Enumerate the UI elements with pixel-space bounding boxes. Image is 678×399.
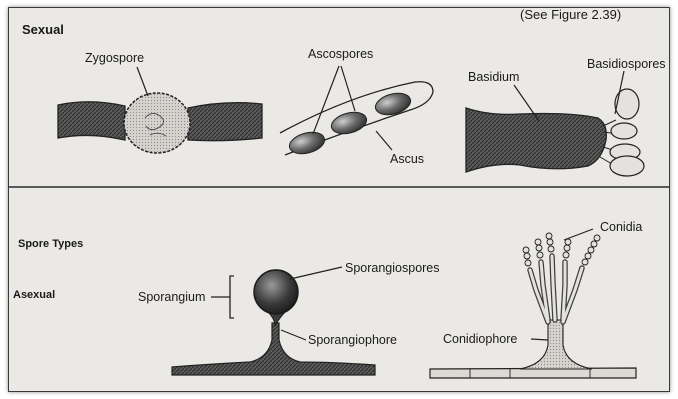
section-title-sexual: Sexual bbox=[22, 22, 64, 37]
section-title-asexual: Asexual bbox=[13, 289, 55, 301]
label-basidiospores: Basidiospores bbox=[587, 57, 666, 71]
label-sporangiospores: Sporangiospores bbox=[345, 261, 440, 275]
label-zygospore: Zygospore bbox=[85, 51, 144, 65]
label-ascospores: Ascospores bbox=[308, 47, 373, 61]
label-basidium: Basidium bbox=[468, 70, 519, 84]
section-title-spore-types: Spore Types bbox=[18, 238, 83, 250]
conidiophore-illustration bbox=[430, 229, 636, 378]
label-conidia: Conidia bbox=[600, 220, 642, 234]
label-sporangium: Sporangium bbox=[138, 290, 205, 304]
ascus-illustration bbox=[280, 66, 433, 157]
zygospore-illustration bbox=[58, 67, 262, 153]
label-sporangiophore: Sporangiophore bbox=[308, 333, 397, 347]
sporangium-illustration bbox=[172, 267, 375, 375]
basidium-illustration bbox=[466, 71, 644, 176]
label-ascus: Ascus bbox=[390, 152, 424, 166]
label-conidiophore: Conidiophore bbox=[443, 332, 517, 346]
figure-reference-text: (See Figure 2.39) bbox=[520, 7, 621, 22]
